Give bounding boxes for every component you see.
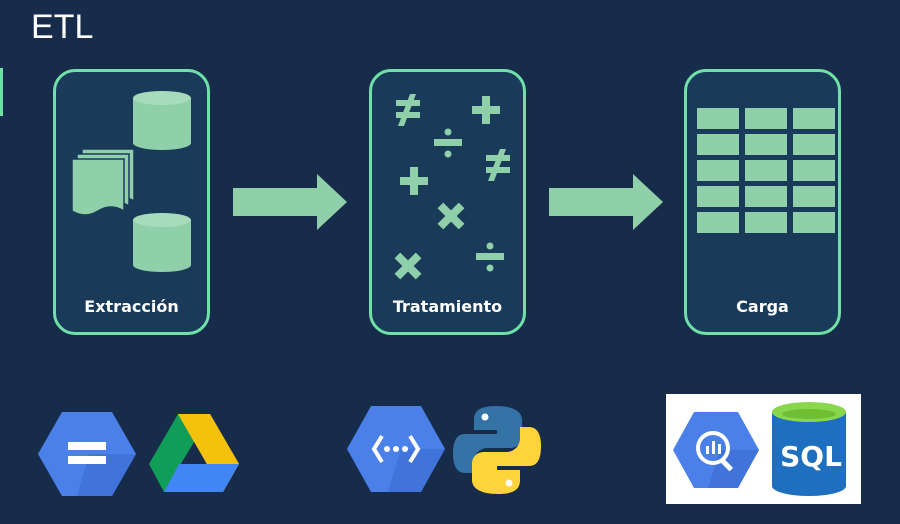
- python-icon: [453, 406, 541, 494]
- bigquery-icon: [673, 412, 759, 488]
- table-cell: [745, 108, 787, 129]
- table-grid-icon: [697, 108, 835, 233]
- operators-illustration: [394, 94, 510, 280]
- page-title: ETL: [31, 8, 94, 46]
- table-cell: [745, 186, 787, 207]
- stage-label-extraction: Extracción: [84, 297, 179, 316]
- table-cell: [697, 134, 739, 155]
- documents-stack-icon: [71, 148, 135, 216]
- table-cell: [793, 212, 835, 233]
- stage-transformation: Tratamiento: [369, 69, 526, 335]
- table-grid-illustration: [697, 108, 835, 233]
- table-cell: [697, 186, 739, 207]
- table-cell: [697, 108, 739, 129]
- table-cell: [745, 160, 787, 181]
- table-cell: [793, 108, 835, 129]
- divide-icon: [476, 242, 504, 272]
- database-cylinder-icon: [133, 213, 191, 272]
- sql-label: SQL: [780, 440, 842, 473]
- table-cell: [793, 134, 835, 155]
- google-cloud-storage-icon: [38, 412, 136, 496]
- plus-icon: [472, 96, 500, 124]
- stage-label-load: Carga: [736, 297, 789, 316]
- table-cell: [745, 134, 787, 155]
- sql-database-icon: [772, 402, 846, 496]
- google-cloud-functions-icon: [347, 406, 445, 492]
- table-cell: [793, 160, 835, 181]
- table-cell: [697, 212, 739, 233]
- multiply-icon: [437, 202, 465, 230]
- stage-extraction: Extracción: [53, 69, 210, 335]
- google-drive-icon: [149, 414, 239, 492]
- flow-arrow: [233, 174, 347, 230]
- extraction-illustration: [71, 91, 191, 272]
- flow-arrow: [549, 174, 663, 230]
- multiply-icon: [394, 252, 422, 280]
- stage-label-transformation: Tratamiento: [392, 297, 503, 316]
- table-cell: [697, 160, 739, 181]
- table-cell: [793, 186, 835, 207]
- edge-tab: [0, 68, 3, 116]
- divide-icon: [434, 128, 462, 158]
- stage-load: Carga: [684, 69, 841, 335]
- table-cell: [745, 212, 787, 233]
- not-equal-icon: [486, 149, 510, 181]
- database-cylinder-icon: [133, 91, 191, 150]
- plus-icon: [400, 167, 428, 195]
- not-equal-icon: [396, 94, 420, 126]
